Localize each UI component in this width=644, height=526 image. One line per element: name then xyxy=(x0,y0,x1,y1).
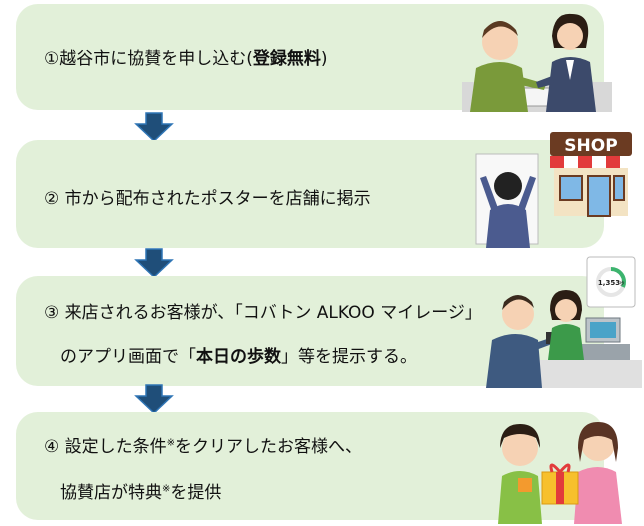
phone-steps-unit: 歩 xyxy=(619,280,624,287)
shop-awning xyxy=(550,156,632,168)
step-3-line-2: のアプリ画面で「本日の歩数」等を提示する。 xyxy=(60,342,417,367)
footnote-mark: ※ xyxy=(166,437,176,449)
down-arrow-icon xyxy=(134,112,174,142)
store-checkout-illustration xyxy=(486,290,642,388)
step-1-label: ①越谷市に協賛を申し込む( xyxy=(44,49,253,69)
application-desk-illustration xyxy=(462,13,612,112)
down-arrow-icon xyxy=(134,384,174,414)
phone-steps-value: 1,353 xyxy=(598,279,620,287)
step-4-line-2-post: を提供 xyxy=(170,483,222,503)
step-2-text: ② 市から配布されたポスターを店舗に掲示 xyxy=(44,189,371,209)
step-3-line-2-pre: のアプリ画面で「 xyxy=(60,347,196,367)
gift-exchange-illustration xyxy=(498,422,622,524)
poster-person-illustration xyxy=(475,153,539,248)
step-4-line-1-post: をクリアしたお客様へ、 xyxy=(175,437,363,457)
step-3-emphasis: 本日の歩数 xyxy=(196,347,281,367)
phone-screen-illustration: 1,353 歩 xyxy=(586,256,636,308)
shop-sign-text: SHOP xyxy=(564,136,617,156)
step-1-label-end: ) xyxy=(320,49,328,69)
step-3-line-1: ③ 来店されるお客様が、「コバトン ALKOO マイレージ」 xyxy=(44,303,482,323)
step-4-line-1: ④ 設定した条件※をクリアしたお客様へ、 xyxy=(44,432,362,457)
step-4-line-2-pre: 協賛店が特典 xyxy=(60,483,162,503)
step-3-line-2-post: 」等を提示する。 xyxy=(281,347,417,367)
step-1-text: ①越谷市に協賛を申し込む(登録無料) xyxy=(44,44,328,69)
shop-icon: SHOP xyxy=(550,132,632,217)
step-1-emphasis: 登録無料 xyxy=(252,49,321,69)
step-4-line-2: 協賛店が特典※を提供 xyxy=(60,478,221,503)
step-4-line-1-pre: ④ 設定した条件 xyxy=(44,437,167,457)
down-arrow-icon xyxy=(134,248,174,278)
footnote-mark: ※ xyxy=(162,483,171,495)
